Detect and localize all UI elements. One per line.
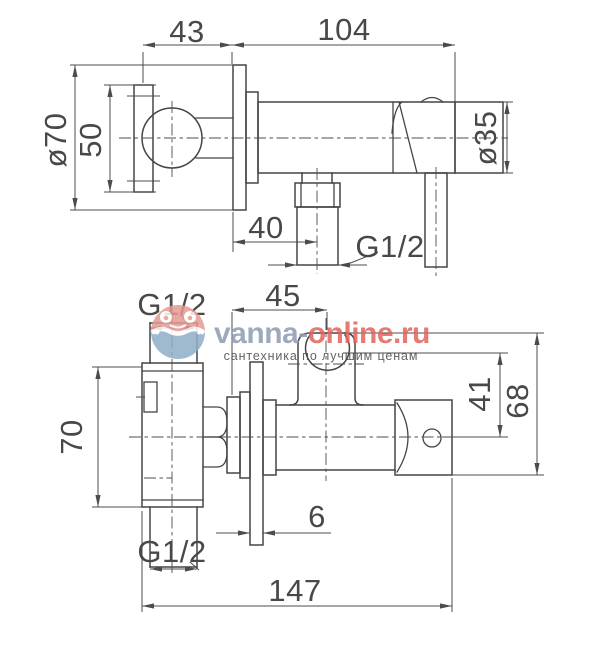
dim-label-104: 104 xyxy=(317,12,370,47)
watermark: vanna-online.ru сантехника по лучшим цен… xyxy=(150,305,430,363)
bracket-hole xyxy=(422,428,442,448)
logo-bottom-half xyxy=(151,332,205,359)
dim-label-45: 45 xyxy=(265,278,300,313)
side-view-labels: 43 104 ø70 50 ø35 40 G1/2 xyxy=(38,12,503,264)
dim-label-d70: ø70 xyxy=(38,113,73,168)
side-view-centerlines xyxy=(119,101,508,277)
frog-hand-left xyxy=(154,329,160,335)
dim-label-d35: ø35 xyxy=(468,111,503,166)
frog-pupil-right xyxy=(187,315,193,321)
site-suffix: online.ru xyxy=(308,317,430,350)
dim-label-g12-bottom: G1/2 xyxy=(137,534,206,569)
dim-label-68: 68 xyxy=(500,383,535,418)
front-view-shower-holder xyxy=(289,332,364,406)
dim-label-6: 6 xyxy=(308,499,326,534)
side-view: 43 104 ø70 50 ø35 40 G1/2 xyxy=(38,12,513,277)
front-view-connectors xyxy=(202,391,251,479)
site-prefix: vanna- xyxy=(214,317,308,350)
watermark-tagline: сантехника по лучшим ценам xyxy=(224,349,419,363)
dim-label-50: 50 xyxy=(73,122,108,157)
dim-label-41: 41 xyxy=(462,376,497,411)
frog-mouth xyxy=(169,324,187,329)
frog-pupil-left xyxy=(163,315,169,321)
holder-c-ring xyxy=(304,333,351,372)
front-view-centerlines xyxy=(129,314,460,573)
dim-label-40: 40 xyxy=(248,210,283,245)
dim-label-43: 43 xyxy=(169,14,204,49)
dim-label-g12-outlet: G1/2 xyxy=(355,229,424,264)
dim-label-70: 70 xyxy=(54,419,89,454)
front-view-body xyxy=(136,362,204,508)
frog-logo-icon xyxy=(150,305,206,359)
side-view-dimensions xyxy=(70,42,513,268)
body-top-dome xyxy=(420,96,444,103)
watermark-site-text: vanna-online.ru xyxy=(214,317,430,350)
frog-hand-right xyxy=(196,329,202,335)
side-view-outlet xyxy=(294,172,341,266)
front-view-spout-body xyxy=(262,399,396,476)
front-view: G1/2 45 70 41 68 6 G1/2 147 xyxy=(54,278,544,612)
front-view-labels: G1/2 45 70 41 68 6 G1/2 147 xyxy=(54,278,535,608)
logo-waterline xyxy=(150,326,206,336)
dim-label-147: 147 xyxy=(268,573,321,608)
